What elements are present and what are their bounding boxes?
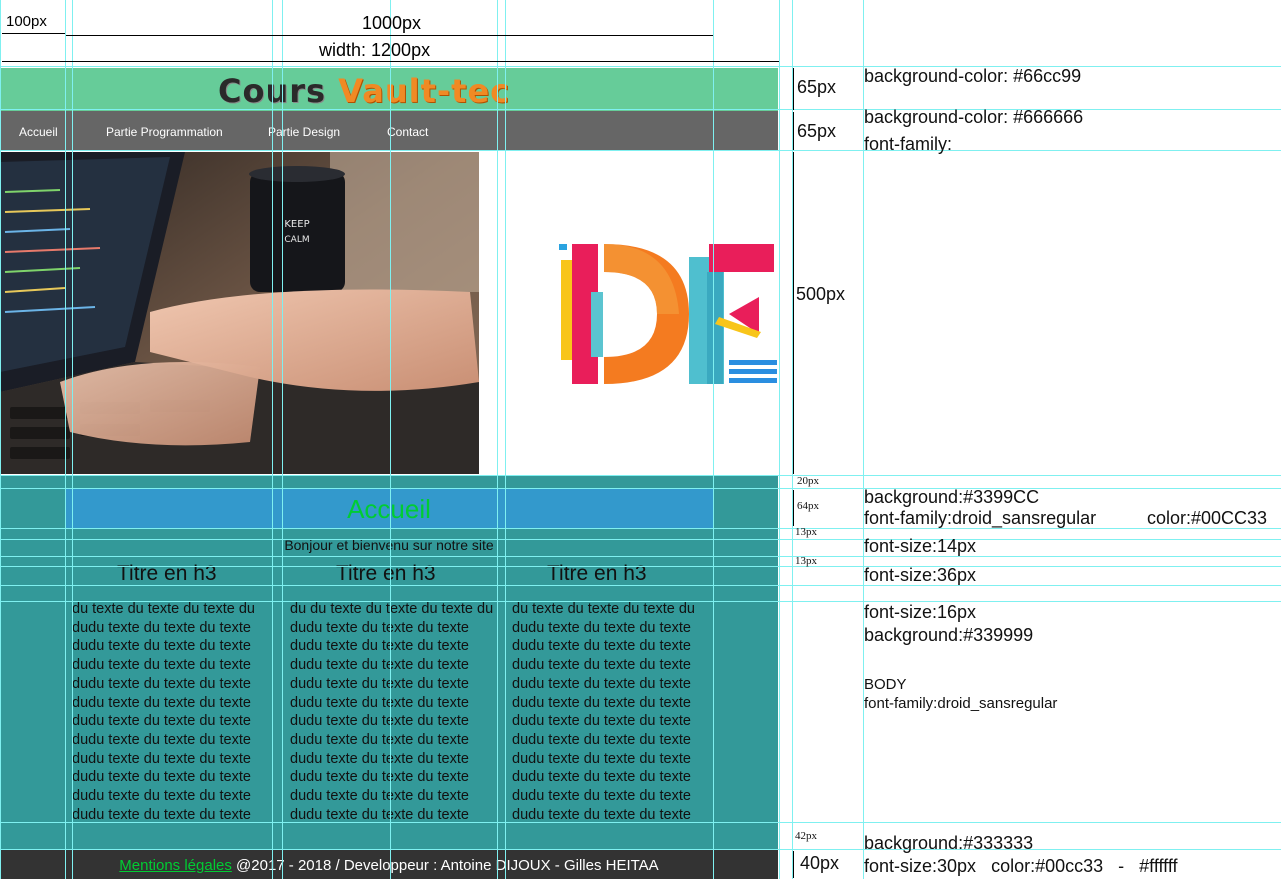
nav-height-label: 65px — [797, 121, 837, 141]
site-footer: Mentions légales @2017 - 2018 / Developp… — [0, 850, 778, 879]
guide-line — [0, 66, 1281, 67]
footer-gap-label: 42px — [795, 830, 817, 842]
guide-line — [0, 109, 1281, 110]
guide-line — [505, 0, 506, 879]
site-logo[interactable]: Cours Vault-tec — [218, 72, 511, 110]
guide-line — [0, 539, 1281, 540]
dim-arrow — [793, 68, 794, 110]
footer-copyright: @2017 - 2018 / Developpeur : Antoine DIJ… — [231, 857, 659, 874]
page-title: Accueil — [347, 494, 431, 524]
nav-item-accueil[interactable]: Accueil — [19, 125, 58, 139]
column-heading-3: Titre en h3 — [547, 562, 647, 585]
spec-title-bg: background:#3399CC — [864, 487, 1040, 507]
gap-label-2: 13px — [795, 526, 817, 538]
column-text-1: du texte du texte du texte du dudu texte… — [72, 601, 255, 823]
laptop-photo-image: KEEP CALM — [0, 152, 479, 474]
guide-line — [0, 601, 1281, 602]
spec-title-color: color:#00CC33 — [1147, 508, 1268, 528]
guide-line — [282, 0, 283, 879]
spec-col-size: font-size:16px — [864, 602, 977, 622]
margin-label: 100px — [6, 13, 47, 30]
guide-line — [0, 475, 1281, 476]
spec-body-font: font-family:droid_sansregular — [864, 695, 1058, 712]
nav-item-programmation[interactable]: Partie Programmation — [106, 125, 223, 139]
guide-line — [863, 0, 864, 879]
intro-text: Bonjour et bienvenu sur notre site — [284, 537, 494, 553]
dim-arrow — [793, 490, 794, 526]
spec-col-bg: background:#339999 — [864, 625, 1034, 645]
svg-text:KEEP: KEEP — [284, 219, 309, 230]
guide-line — [713, 0, 714, 879]
spec-footer-bg: background:#333333 — [864, 833, 1034, 853]
dim-arrow — [793, 152, 794, 474]
legal-link[interactable]: Mentions légales — [119, 857, 232, 874]
hero-height-label: 500px — [796, 284, 846, 304]
svg-text:CALM: CALM — [284, 235, 309, 245]
guide-line — [0, 849, 1281, 850]
guide-line — [779, 0, 780, 879]
guide-line — [0, 585, 1281, 586]
guide-line — [272, 0, 273, 879]
hero-photo: KEEP CALM — [0, 152, 479, 474]
design-logo-panel — [479, 152, 778, 474]
spec-body-label: BODY — [864, 676, 907, 693]
guide-line — [0, 556, 1281, 557]
title-bar: Accueil — [65, 488, 713, 528]
footer-text: Mentions légales @2017 - 2018 / Developp… — [0, 857, 778, 874]
total-width-arrow — [2, 61, 779, 62]
guide-line — [390, 0, 391, 879]
footer-height-label: 40px — [800, 853, 840, 873]
inner-width-label: 1000px — [362, 13, 422, 33]
design-logo-graphic — [559, 244, 777, 384]
guide-line — [0, 0, 1, 879]
guide-line — [497, 0, 498, 879]
guide-line — [0, 150, 1281, 151]
total-width-label: width: 1200px — [319, 40, 431, 60]
inner-width-arrow — [66, 35, 713, 36]
guide-line — [792, 0, 793, 879]
column-text-2: du du texte du texte du texte du dudu te… — [290, 601, 494, 823]
guide-line — [0, 822, 1281, 823]
nav-item-design[interactable]: Partie Design — [268, 125, 341, 139]
header-height-label: 65px — [797, 77, 837, 97]
spec-nav-font: font-family: — [864, 134, 953, 154]
column-text-3: du texte du texte du texte du dudu texte… — [512, 601, 695, 823]
gap-label-3: 13px — [795, 555, 817, 567]
guide-line — [72, 0, 73, 879]
main-nav: Accueil Partie Programmation Partie Desi… — [0, 111, 778, 150]
guide-line — [65, 0, 66, 879]
main-content — [0, 476, 778, 849]
column-heading-1: Titre en h3 — [117, 562, 217, 585]
spec-h3-size: font-size:36px — [864, 565, 977, 585]
dim-arrow — [793, 112, 794, 150]
guide-line — [0, 528, 1281, 529]
gap-label-1: 20px — [797, 475, 819, 487]
dim-arrow — [793, 851, 794, 878]
spec-title-font: font-family:droid_sansregular — [864, 508, 1097, 528]
guide-line — [0, 566, 1281, 567]
nav-item-contact[interactable]: Contact — [387, 125, 429, 139]
spec-header-bg: background-color: #66cc99 — [864, 66, 1082, 86]
spec-nav-bg: background-color: #666666 — [864, 107, 1084, 127]
column-heading-2: Titre en h3 — [336, 562, 436, 585]
spec-footer-font: font-size:30px color:#00cc33 - #ffffff — [864, 856, 1178, 876]
site-header: Cours Vault-tec — [0, 68, 778, 111]
guide-line — [0, 488, 1281, 489]
spec-intro-size: font-size:14px — [864, 536, 977, 556]
title-height-label: 64px — [797, 500, 819, 512]
margin-arrow — [2, 33, 65, 34]
